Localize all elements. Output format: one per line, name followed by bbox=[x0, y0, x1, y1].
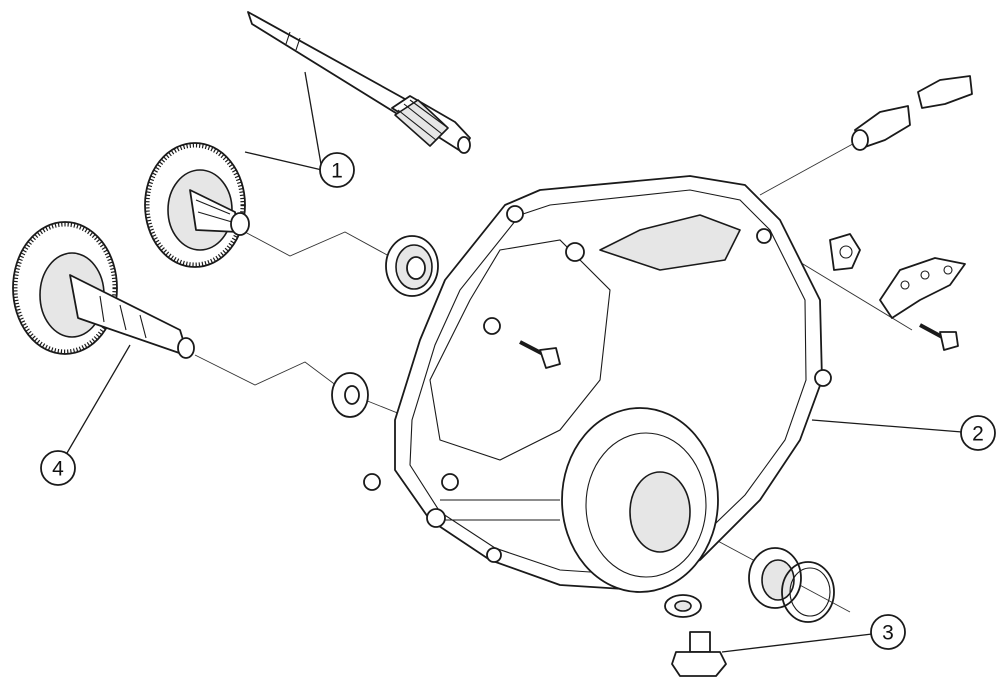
callout-label: 1 bbox=[331, 160, 343, 183]
drain-plug bbox=[671, 631, 727, 677]
gearbox-cover bbox=[363, 175, 832, 593]
bearing bbox=[385, 235, 439, 297]
callout-1: 1 bbox=[319, 152, 355, 188]
callout-circle bbox=[319, 152, 355, 188]
leader-lines bbox=[59, 71, 963, 653]
primary-shaft bbox=[247, 11, 471, 154]
thrust-washer bbox=[331, 372, 369, 418]
callout-3: 3 bbox=[870, 614, 906, 650]
output-shaft-gear bbox=[12, 221, 195, 359]
sealing-washer bbox=[664, 594, 702, 618]
bracket-bolt bbox=[919, 323, 959, 351]
oil-seal bbox=[748, 547, 802, 609]
cover-bolt bbox=[519, 340, 561, 369]
callout-4: 4 bbox=[40, 450, 76, 486]
breather-hose bbox=[851, 75, 973, 151]
callout-label: 3 bbox=[882, 622, 894, 645]
circlip bbox=[781, 561, 835, 623]
callout-label: 4 bbox=[52, 458, 64, 481]
callout-label: 2 bbox=[972, 423, 984, 446]
callout-circle bbox=[960, 415, 996, 451]
callout-circle bbox=[870, 614, 906, 650]
intermediate-gear bbox=[144, 142, 250, 268]
hose-clip bbox=[829, 233, 861, 271]
mounting-bracket bbox=[879, 257, 966, 319]
callout-circle bbox=[40, 450, 76, 486]
callout-2: 2 bbox=[960, 415, 996, 451]
